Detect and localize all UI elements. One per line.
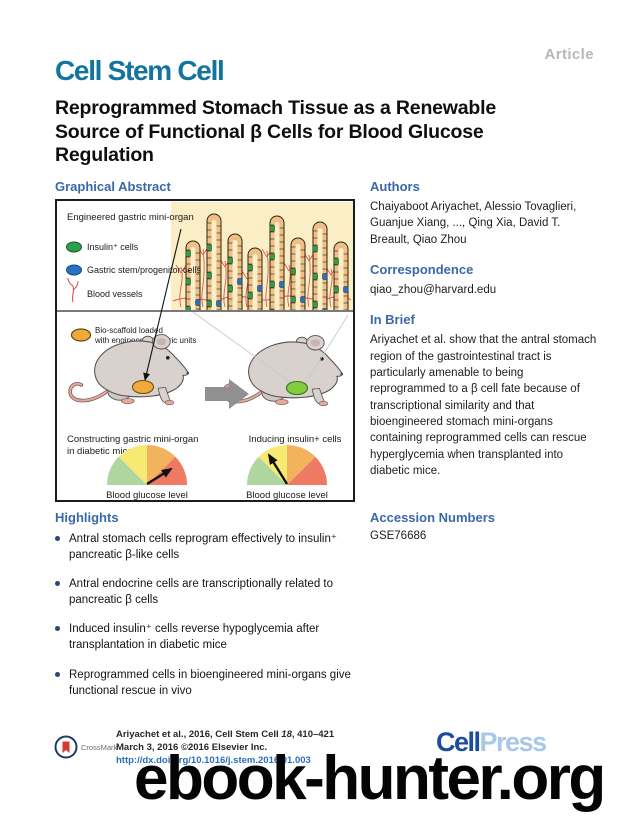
gauge-left-label: Blood glucose level (106, 490, 188, 500)
graphical-abstract-section: Graphical Abstract (55, 179, 355, 502)
crossmark-logo[interactable]: CrossMark (54, 735, 117, 759)
process-arrow (205, 379, 249, 409)
paper-title: Reprogrammed Stomach Tissue as a Renewab… (55, 97, 496, 167)
graphical-abstract-svg: Engineered gastric mini-organ Insulin⁺ c… (57, 201, 353, 500)
highlight-item: Antral stomach cells reprogram effective… (55, 531, 365, 563)
citation-post: , 410–421 (291, 729, 335, 740)
highlight-text: Reprogrammed cells in bioengineered mini… (69, 668, 351, 697)
zoom-line-left (192, 311, 294, 385)
gauge-right-needle (267, 453, 289, 485)
legend-insulin-label: Insulin⁺ cells (87, 242, 139, 252)
scaffold-label-line1: Bio-scaffold loaded (95, 326, 163, 335)
graphical-abstract-figure: Engineered gastric mini-organ Insulin⁺ c… (55, 199, 355, 502)
legend-gastric-label: Gastric stem/progenitor cells (87, 265, 202, 275)
highlights-section: Highlights Antral stomach cells reprogra… (55, 510, 365, 712)
induced-insulin-organ (285, 380, 309, 396)
highlight-item: Induced insulin⁺ cells reverse hypoglyce… (55, 621, 365, 653)
accession-heading: Accession Numbers (370, 510, 495, 525)
implanted-scaffold (131, 379, 155, 395)
highlight-text: Induced insulin⁺ cells reverse hypoglyce… (69, 623, 320, 652)
ebook-hunter-watermark: ebook-hunter.org (134, 744, 606, 813)
correspondence-email[interactable]: qiao_zhou@harvard.edu (370, 283, 497, 296)
highlight-item: Reprogrammed cells in bioengineered mini… (55, 667, 365, 699)
citation-block: Ariyachet et al., 2016, Cell Stem Cell 1… (116, 728, 334, 767)
doi-line: http://dx.doi.org/10.1016/j.stem.2016.01… (116, 754, 334, 767)
bio-scaffold-icon (70, 328, 92, 342)
authors-heading: Authors (370, 179, 420, 194)
bullet-icon (55, 671, 60, 677)
panel-title: Engineered gastric mini-organ (67, 212, 194, 223)
mouse-left (68, 332, 191, 407)
caption-left-line1: Constructing gastric mini-organ (67, 434, 198, 445)
cellpress-logo: CellPress (436, 727, 548, 758)
highlight-text: Antral endocrine cells are transcription… (69, 578, 333, 607)
scaffold-pointer-arrow (143, 228, 182, 381)
article-type-label: Article (544, 46, 594, 63)
citation-line1: Ariyachet et al., 2016, Cell Stem Cell 1… (116, 728, 334, 741)
gastric-stem-cell-swatch (66, 264, 82, 276)
caption-right: Inducing insulin+ cells (249, 434, 342, 445)
highlight-item: Antral endocrine cells are transcription… (55, 576, 365, 608)
cellpress-part2: Press (479, 727, 548, 757)
in-brief-heading: In Brief (370, 312, 415, 328)
accession-section: Accession Numbers GSE76686 (370, 510, 600, 542)
bullet-icon (55, 536, 60, 541)
blood-vessel-icon (67, 277, 79, 303)
doi-link[interactable]: http://dx.doi.org/10.1016/j.stem.2016.01… (116, 755, 311, 767)
crossmark-label: CrossMark (81, 742, 118, 752)
caption-left-line2: in diabetic mice (67, 446, 132, 457)
accession-number: GSE76686 (370, 530, 427, 542)
bullet-icon (55, 581, 60, 587)
highlights-heading: Highlights (55, 510, 119, 525)
gauge-right-label: Blood glucose level (246, 490, 328, 500)
bullet-icon (55, 626, 60, 632)
insulin-cell-swatch (66, 241, 82, 253)
highlights-list: Antral stomach cells reprogram effective… (55, 531, 365, 699)
citation-volume: 18 (281, 729, 292, 740)
crossmark-icon (54, 735, 78, 759)
citation-line2: March 3, 2016 ©2016 Elsevier Inc. (116, 742, 268, 754)
in-brief-text: Ariyachet et al. show that the antral st… (370, 334, 597, 477)
graphical-abstract-heading: Graphical Abstract (55, 179, 171, 194)
gauge-left (106, 445, 188, 486)
correspondence-heading: Correspondence (370, 261, 474, 277)
cellpress-part1: Cell (436, 727, 481, 757)
journal-logo: Cell Stem Cell (55, 55, 225, 86)
gauge-left-needle (146, 467, 173, 486)
highlight-text: Antral stomach cells reprogram effective… (69, 533, 337, 562)
gastric-gland-illustration (172, 213, 352, 310)
zoom-line-right (304, 314, 349, 385)
legend-vessels-label: Blood vessels (87, 289, 143, 299)
metadata-column: Authors Chaiyaboot Ariyachet, Alessio To… (370, 179, 600, 493)
author-names: Chaiyaboot Ariyachet, Alessio Tovaglieri… (370, 201, 577, 246)
citation-pre: Ariyachet et al., 2016, Cell Stem Cell (116, 729, 282, 740)
gauge-right (246, 445, 328, 485)
